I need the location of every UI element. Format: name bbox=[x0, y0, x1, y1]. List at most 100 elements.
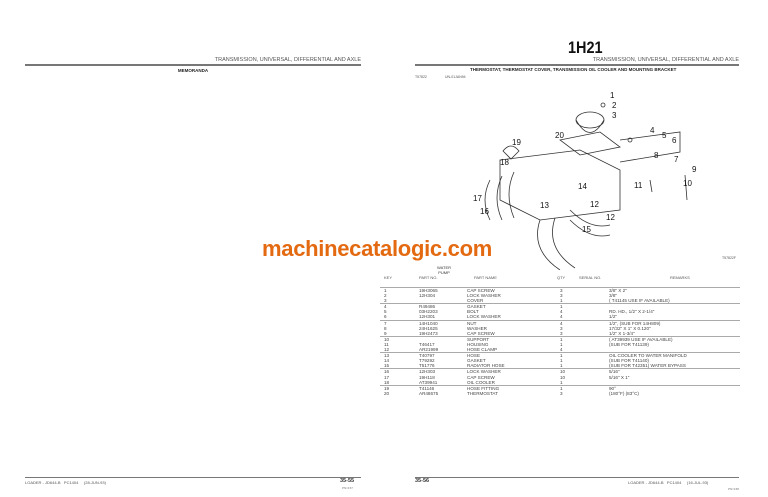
cell-key: 12 bbox=[384, 347, 390, 353]
right-page-title: THERMOSTAT, THERMOSTAT COVER, TRANSMISSI… bbox=[470, 67, 677, 72]
header-part-name: PART NAME bbox=[474, 275, 497, 280]
header-remarks: REMARKS bbox=[670, 275, 690, 280]
cell-key: 10 bbox=[384, 336, 390, 342]
svg-text:10: 10 bbox=[683, 179, 692, 188]
cell-part-name: LOCK WASHER bbox=[467, 293, 501, 299]
cell-key: 4 bbox=[384, 304, 387, 310]
cell-part-name: BOLT bbox=[467, 309, 479, 315]
cell-remarks: 1/2" X 1-3/4" bbox=[609, 330, 635, 336]
cell-part-no: 12H303 bbox=[419, 369, 436, 375]
svg-text:11: 11 bbox=[634, 181, 643, 190]
cell-qty: 3 bbox=[560, 293, 563, 299]
cell-qty: 1 bbox=[560, 298, 563, 304]
svg-text:6: 6 bbox=[672, 136, 677, 145]
cell-part-no: 19H3065 bbox=[419, 288, 438, 293]
cell-part-no: T51776 bbox=[419, 363, 435, 369]
svg-text:7: 7 bbox=[674, 155, 679, 164]
cell-remarks: 1/2" bbox=[609, 314, 618, 320]
cell-remarks: RD. HD., 1/2" X 2-1/4" bbox=[609, 309, 655, 315]
svg-text:12: 12 bbox=[606, 213, 615, 222]
water-pump-label: WATER PUMP bbox=[437, 265, 451, 275]
cell-part-name: COVER bbox=[467, 298, 484, 304]
cell-part-no: 12H304 bbox=[419, 293, 436, 299]
cell-part-name: RADIATOR HOSE bbox=[467, 363, 505, 369]
cell-part-name: GASKET bbox=[467, 304, 486, 310]
svg-text:16: 16 bbox=[480, 207, 489, 216]
svg-text:3: 3 bbox=[612, 111, 617, 120]
cell-part-no: 19H118 bbox=[419, 374, 435, 380]
left-page-sub: PN=157 bbox=[342, 486, 353, 490]
cell-key: 19 bbox=[384, 385, 390, 391]
cell-qty: 10 bbox=[560, 369, 566, 375]
svg-text:9: 9 bbox=[692, 165, 697, 174]
cell-key: 8 bbox=[384, 325, 387, 331]
cell-key: 11 bbox=[384, 341, 389, 347]
cell-qty: 1 bbox=[560, 385, 563, 391]
cell-key: 5 bbox=[384, 309, 387, 315]
right-footer-rule bbox=[415, 477, 739, 478]
svg-text:17: 17 bbox=[473, 194, 482, 203]
watermark: machinecatalogic.com bbox=[262, 236, 492, 261]
cell-part-no: 24H1625 bbox=[419, 325, 438, 331]
cell-part-no: AR48675 bbox=[419, 390, 439, 396]
cell-remarks: 5/16" bbox=[609, 369, 620, 375]
cell-key: 16 bbox=[384, 369, 390, 375]
cell-qty: 4 bbox=[560, 309, 563, 315]
cell-key: 6 bbox=[384, 314, 387, 320]
svg-text:5: 5 bbox=[662, 131, 667, 140]
cell-part-name: CAP SCREW bbox=[467, 374, 495, 380]
svg-text:1: 1 bbox=[610, 91, 615, 100]
cell-part-no: AR21999 bbox=[419, 347, 439, 353]
cell-part-name: OIL COOLER bbox=[467, 379, 495, 385]
svg-text:19: 19 bbox=[512, 138, 521, 147]
cell-part-name: HOSE bbox=[467, 353, 481, 359]
right-page-sub: PN=158 bbox=[728, 487, 739, 491]
left-page-title: MEMORANDA bbox=[177, 68, 209, 73]
header-qty: QTY bbox=[557, 275, 566, 280]
cell-part-no: R49486 bbox=[419, 304, 436, 310]
cell-key: 9 bbox=[384, 330, 387, 336]
cell-part-name: HOUSING bbox=[467, 341, 489, 347]
header-key: KEY bbox=[384, 275, 393, 280]
cell-key: 13 bbox=[384, 353, 390, 359]
cell-part-no: 12H301 bbox=[419, 314, 436, 320]
cell-part-name: CAP SCREW bbox=[467, 330, 495, 336]
right-header-rule bbox=[415, 64, 739, 66]
left-section-header: TRANSMISSION, UNIVERSAL, DIFFERENTIAL AN… bbox=[214, 57, 361, 63]
cell-part-name: CAP SCREW bbox=[467, 288, 495, 293]
cell-qty: 1 bbox=[560, 336, 563, 342]
cell-qty: 1 bbox=[560, 358, 563, 364]
left-footer-rule bbox=[25, 477, 361, 478]
cell-qty: 3 bbox=[560, 330, 563, 336]
cell-remarks: (180°F) (83°C) bbox=[609, 390, 639, 396]
table-header: KEY PART NO. PART NAME QTY SERIAL NO. RE… bbox=[380, 275, 740, 285]
table-row: 9 19H2473 CAP SCREW 3 1/2" X 1-3/4" bbox=[380, 331, 740, 336]
cell-part-no: 14H1040 bbox=[419, 320, 438, 326]
cell-remarks: ( T41145 USE IF AVAILABLE) bbox=[609, 298, 670, 304]
cell-key: 15 bbox=[384, 363, 390, 369]
cell-part-name: NUT bbox=[467, 320, 477, 326]
cell-qty: 1 bbox=[560, 363, 563, 369]
left-footer: LOADER - JD644-B PC1404 (28-JUN-93) bbox=[25, 480, 106, 485]
header-serial: SERIAL NO. bbox=[579, 275, 602, 280]
cell-part-name: THERMOSTAT bbox=[467, 390, 498, 396]
cell-part-no: T40797 bbox=[419, 353, 435, 359]
right-footer: LOADER - JD644-B PC1404 (16-JUL-93) bbox=[628, 480, 709, 485]
cell-remarks: 3/8" X 2" bbox=[609, 288, 627, 293]
svg-text:14: 14 bbox=[578, 182, 587, 191]
cell-part-no: 19H2473 bbox=[419, 330, 438, 336]
cell-qty: 1 bbox=[560, 353, 563, 359]
